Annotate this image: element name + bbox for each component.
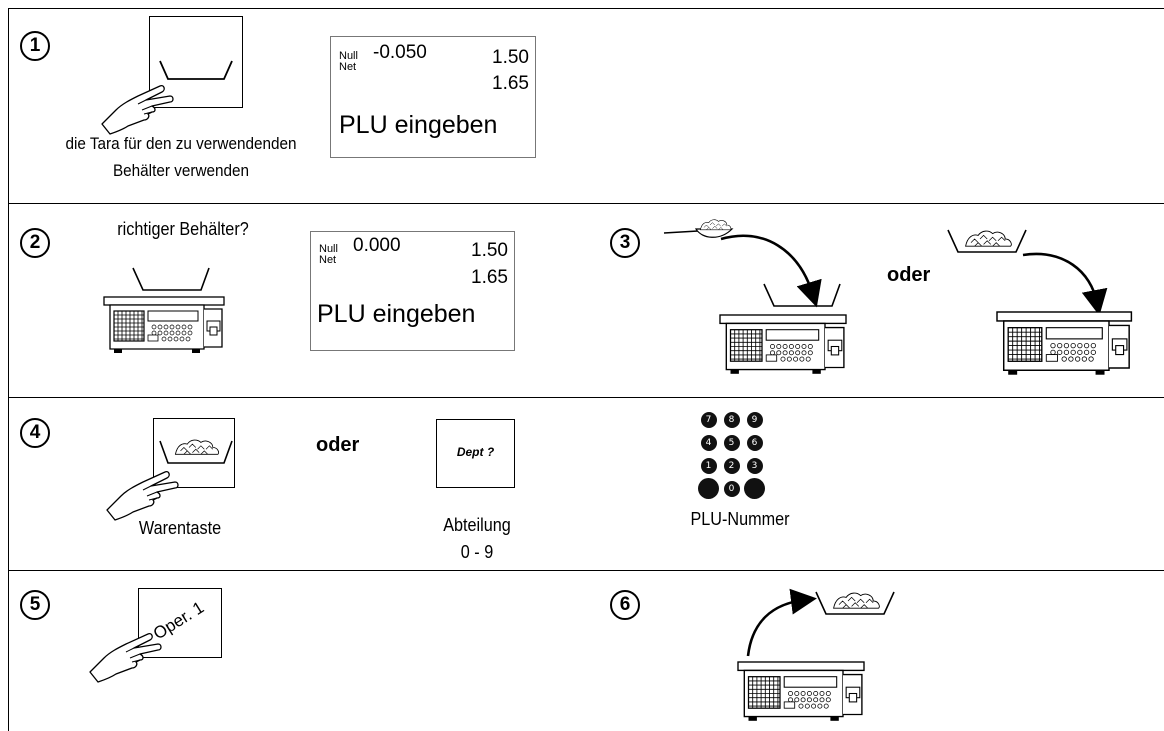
keypad-key[interactable] [744, 478, 765, 499]
step-number-2: 2 [20, 228, 50, 258]
arrow-icon [720, 234, 822, 308]
row-divider [8, 397, 1164, 398]
keypad-key[interactable]: 1 [700, 457, 717, 474]
container-icon [132, 267, 210, 291]
display-weight: -0.050 [373, 42, 427, 63]
container-icon [763, 283, 841, 307]
department-caption-line2: 0 - 9 [460, 542, 494, 562]
display-value-b: 1.65 [492, 73, 529, 94]
scoop-icon [663, 219, 734, 238]
department-key-label: Dept ? [456, 445, 495, 459]
step-number-4: 4 [20, 418, 50, 448]
display-message: PLU eingeben [317, 300, 476, 328]
scale-display: Null Net 0.000 1.50 1.65 PLU eingeben [310, 231, 515, 351]
or-label: oder [887, 264, 931, 286]
pointing-hand-icon [89, 632, 162, 683]
step-number-5: 5 [20, 590, 50, 620]
display-message: PLU eingeben [339, 111, 498, 139]
product-key-caption: Warentaste [138, 518, 222, 538]
scale-icon [996, 311, 1133, 376]
row-divider [8, 8, 1164, 9]
scale-icon [719, 314, 847, 375]
display-indicator-net: Net [339, 61, 357, 73]
department-key[interactable]: Dept ? [436, 419, 515, 488]
keypad-key[interactable]: 0 [723, 480, 740, 497]
display-value-b: 1.65 [471, 267, 508, 288]
tare-key-icon[interactable] [149, 16, 243, 108]
step-number-1: 1 [20, 31, 50, 61]
keypad-key[interactable]: 2 [723, 457, 740, 474]
display-indicator-null: Null [319, 243, 338, 255]
step2-caption: richtiger Behälter? [117, 219, 249, 239]
keypad-key[interactable]: 6 [746, 434, 763, 451]
container-icon [815, 591, 895, 615]
arrow-icon [746, 588, 817, 657]
row-divider [8, 203, 1164, 204]
step-number-6: 6 [610, 590, 640, 620]
scale-icon [103, 296, 225, 354]
keypad-key[interactable] [698, 478, 719, 499]
display-weight: 0.000 [353, 235, 401, 256]
display-value-a: 1.50 [471, 240, 508, 261]
or-label: oder [316, 434, 360, 456]
step1-caption-line1: die Tara für den zu verwendenden [65, 134, 297, 153]
pointing-hand-icon [101, 84, 174, 135]
display-indicator-null: Null [339, 50, 358, 62]
arrow-icon [1022, 252, 1108, 316]
container-icon [947, 229, 1027, 253]
display-value-a: 1.50 [492, 47, 529, 68]
scale-display: Null Net -0.050 1.50 1.65 PLU eingeben [330, 36, 536, 158]
row-divider [8, 570, 1164, 571]
step-number-3: 3 [610, 228, 640, 258]
keypad-key[interactable]: 5 [723, 434, 740, 451]
scale-icon [737, 661, 865, 722]
keypad-key[interactable]: 7 [700, 411, 717, 428]
operator-key[interactable]: Oper. 1 [138, 588, 222, 658]
keypad-key[interactable]: 4 [700, 434, 717, 451]
keypad-key[interactable]: 3 [746, 457, 763, 474]
plu-caption: PLU-Nummer [690, 509, 790, 529]
keypad-key[interactable]: 9 [746, 411, 763, 428]
step1-caption-line2: Behälter verwenden [112, 161, 250, 180]
keypad-key[interactable]: 8 [723, 411, 740, 428]
left-border [8, 8, 9, 731]
department-caption-line1: Abteilung [443, 515, 511, 535]
display-indicator-net: Net [319, 254, 337, 266]
